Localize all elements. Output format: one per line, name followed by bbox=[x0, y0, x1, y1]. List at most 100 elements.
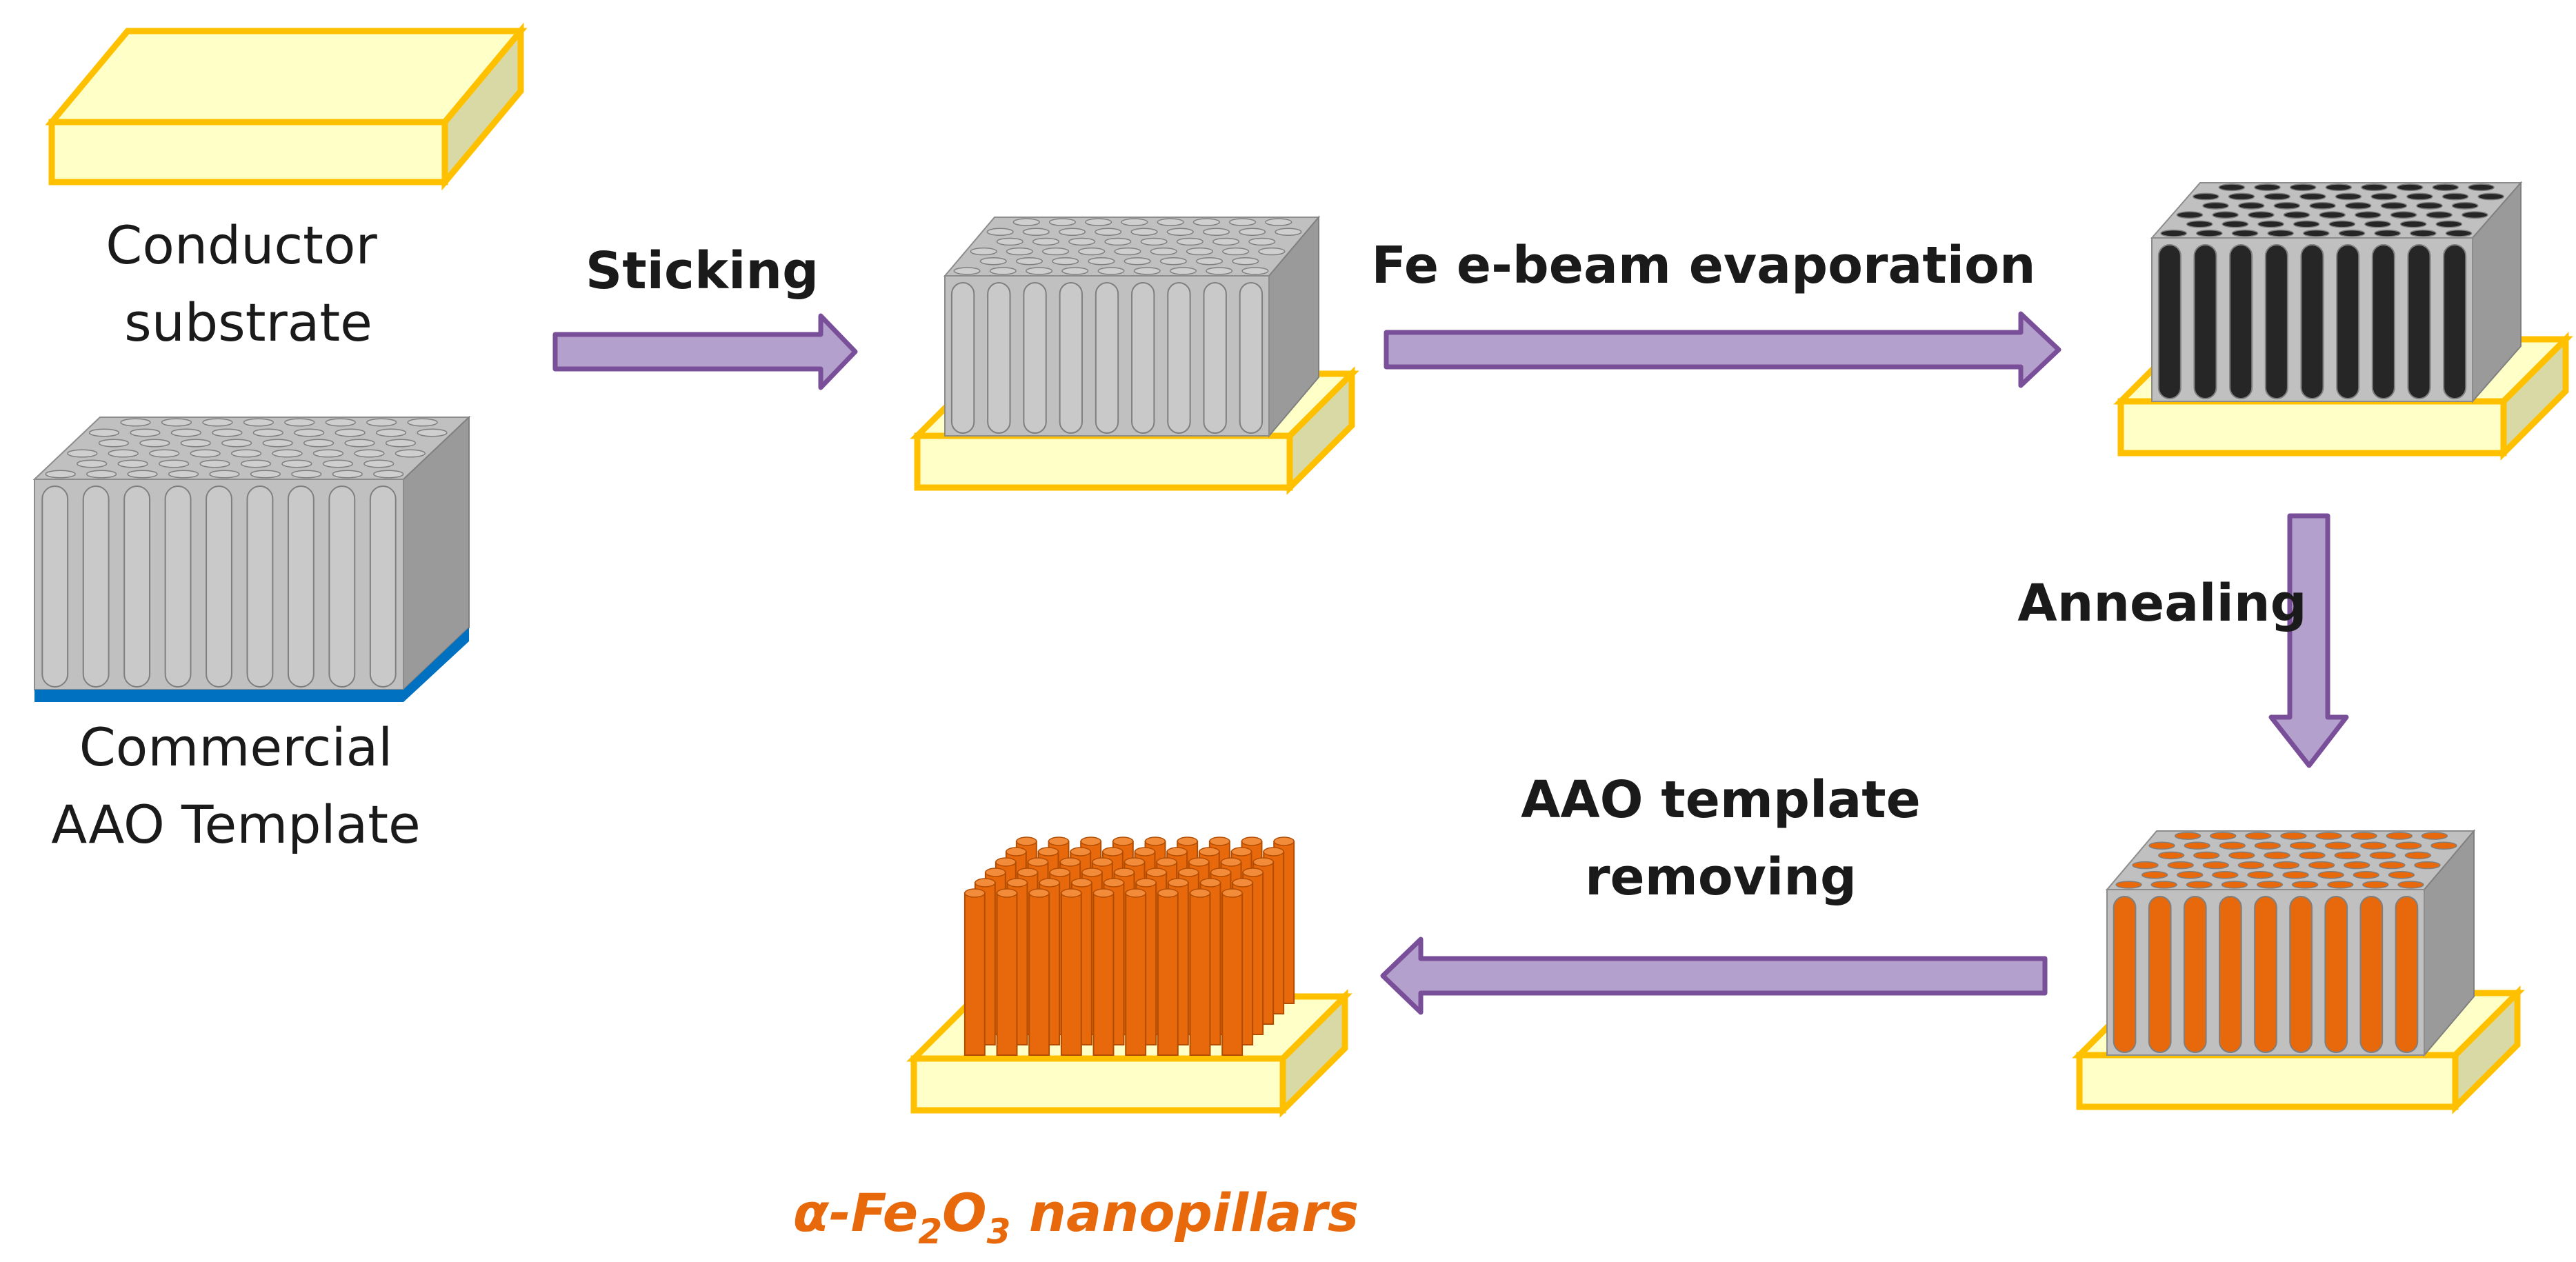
pore-column bbox=[369, 485, 397, 688]
removing-arrow bbox=[1380, 937, 2048, 1015]
pore-column bbox=[2148, 896, 2172, 1053]
pore-opening bbox=[1130, 228, 1158, 236]
pore-opening bbox=[2442, 192, 2469, 201]
pore-opening bbox=[2388, 871, 2415, 879]
pore-opening bbox=[252, 428, 283, 437]
nanopillar-top bbox=[1252, 857, 1274, 867]
pore-column bbox=[1059, 282, 1083, 434]
pore-column bbox=[987, 282, 1011, 434]
pore-opening bbox=[281, 459, 312, 468]
pore-column bbox=[1095, 282, 1119, 434]
pore-opening bbox=[2212, 211, 2239, 219]
pore-opening bbox=[2254, 183, 2281, 192]
pore-opening bbox=[1061, 267, 1089, 275]
pore-opening bbox=[2193, 851, 2220, 860]
pore-opening bbox=[1186, 247, 1213, 256]
pore-opening bbox=[1052, 257, 1079, 266]
pore-opening bbox=[1015, 257, 1043, 266]
pore-opening bbox=[373, 470, 404, 479]
pore-opening bbox=[1032, 237, 1059, 246]
pore-opening bbox=[335, 428, 366, 437]
pore-opening bbox=[98, 439, 130, 448]
nanopillar-top bbox=[1220, 857, 1242, 867]
pore-opening bbox=[1241, 267, 1269, 275]
pore-opening bbox=[1157, 218, 1184, 226]
pore-opening bbox=[161, 418, 192, 427]
pore-opening bbox=[2167, 861, 2194, 870]
pore-opening bbox=[2257, 220, 2284, 228]
pore-opening bbox=[2379, 861, 2406, 870]
pore-opening bbox=[2228, 851, 2255, 860]
nanopillar-top bbox=[1146, 868, 1167, 877]
pore-column bbox=[2324, 896, 2348, 1053]
pore-opening bbox=[2426, 211, 2453, 219]
pore-opening bbox=[1166, 228, 1194, 236]
pore-opening bbox=[1059, 228, 1086, 236]
pore-opening bbox=[158, 459, 190, 468]
pore-opening bbox=[2364, 220, 2391, 228]
nanopillar-top bbox=[1102, 847, 1124, 857]
nanopillar-top bbox=[1113, 868, 1135, 877]
pore-opening bbox=[1222, 247, 1250, 256]
pore-column bbox=[1203, 282, 1227, 434]
pore-column bbox=[2113, 896, 2137, 1053]
pore-opening bbox=[209, 470, 240, 479]
pore-opening bbox=[363, 459, 395, 468]
pore-opening bbox=[2192, 192, 2219, 201]
pore-opening bbox=[1229, 218, 1257, 226]
pore-opening bbox=[2396, 183, 2424, 192]
pore-opening bbox=[139, 439, 170, 448]
pore-column bbox=[123, 485, 151, 688]
pore-opening bbox=[953, 267, 981, 275]
pore-opening bbox=[970, 247, 997, 256]
pore-opening bbox=[2184, 841, 2210, 850]
pore-opening bbox=[1048, 218, 1076, 226]
pore-opening bbox=[2362, 881, 2389, 889]
pore-opening bbox=[284, 418, 315, 427]
pore-opening bbox=[86, 470, 117, 479]
nanopillar-top bbox=[996, 888, 1018, 898]
pore-column bbox=[2300, 244, 2324, 399]
pore-opening bbox=[240, 459, 272, 468]
pore-opening bbox=[180, 439, 211, 448]
pore-opening bbox=[2315, 832, 2342, 840]
pore-opening bbox=[1275, 228, 1302, 236]
pore-opening bbox=[2231, 229, 2259, 237]
pore-opening bbox=[2338, 229, 2366, 237]
annealed-template bbox=[2072, 829, 2525, 1114]
pore-opening bbox=[202, 418, 233, 427]
pore-opening bbox=[2174, 832, 2201, 840]
pore-opening bbox=[2237, 861, 2265, 870]
pore-column bbox=[82, 485, 110, 688]
pore-opening bbox=[230, 449, 262, 458]
pore-opening bbox=[2350, 832, 2377, 840]
pore-opening bbox=[2282, 871, 2309, 879]
pore-opening bbox=[1169, 267, 1197, 275]
pore-opening bbox=[1012, 218, 1040, 226]
nanopillar bbox=[1028, 892, 1050, 1056]
sticking-arrow bbox=[552, 313, 858, 390]
pore-column bbox=[1239, 282, 1264, 434]
pore-opening bbox=[2273, 201, 2301, 210]
pore-column bbox=[1131, 282, 1155, 434]
pore-opening bbox=[2115, 881, 2142, 889]
pore-opening bbox=[2309, 201, 2336, 210]
nanopillar-top bbox=[1166, 847, 1188, 857]
pore-opening bbox=[2291, 881, 2319, 889]
substrate-front bbox=[2076, 1052, 2459, 1110]
nanopillar-top bbox=[1092, 857, 1113, 867]
pore-opening bbox=[2461, 211, 2488, 219]
template-top bbox=[943, 217, 1321, 277]
pore-opening bbox=[1088, 257, 1115, 266]
nanopillar-top bbox=[1241, 837, 1263, 846]
pore-opening bbox=[2237, 201, 2265, 210]
nanopillar-top bbox=[1273, 837, 1295, 846]
pore-opening bbox=[385, 439, 417, 448]
pore-opening bbox=[127, 470, 158, 479]
nanopillar-top bbox=[1092, 888, 1115, 898]
nanopillar-top bbox=[1103, 878, 1125, 888]
product-label-sub2: 3 bbox=[987, 1212, 1011, 1252]
pore-opening bbox=[2150, 881, 2177, 889]
pore-opening bbox=[2247, 871, 2274, 879]
pore-column bbox=[1167, 282, 1191, 434]
